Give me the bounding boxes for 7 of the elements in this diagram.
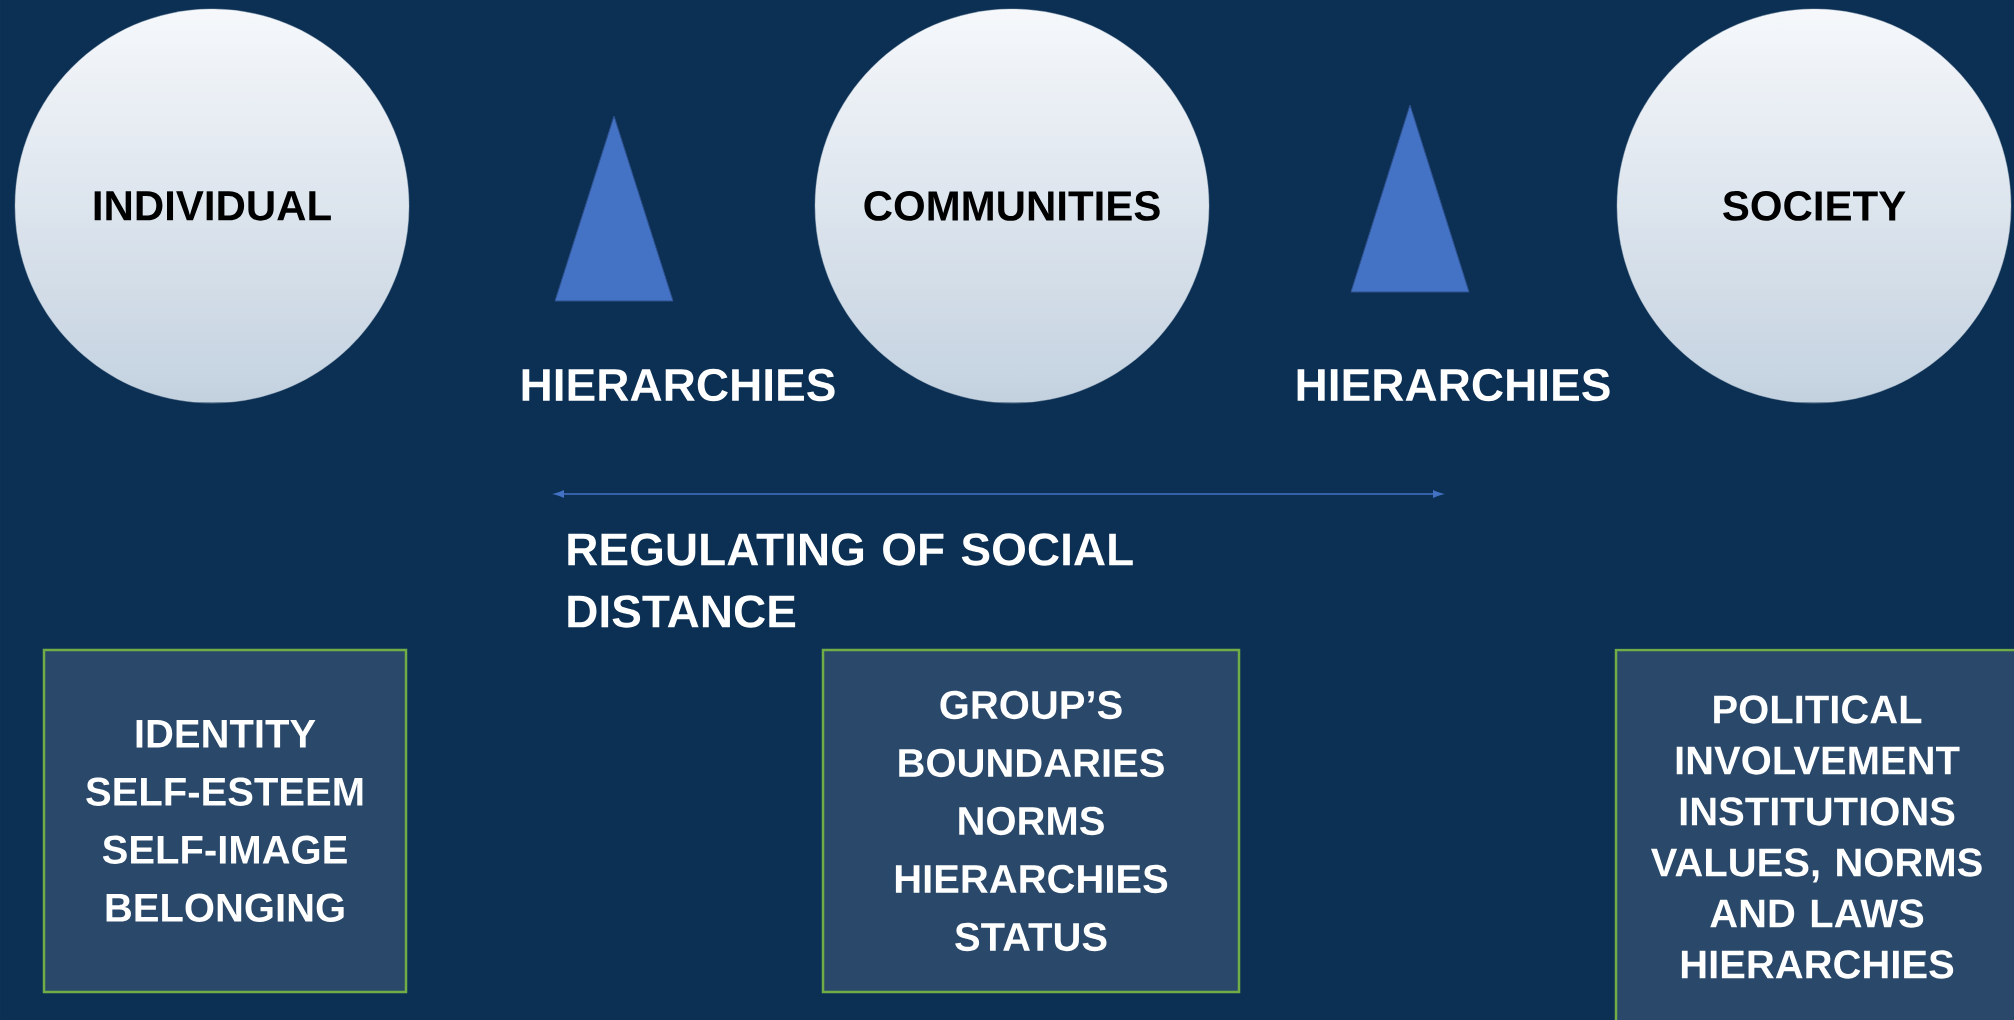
triangle <box>554 115 674 302</box>
caption: HIERARCHIES <box>1297 368 1610 402</box>
text-box: GROUP’S BOUNDARIES NORMS HIERARCHIES STATUS <box>821 648 1241 994</box>
text-box: POLITICAL INVOLVEMENT INSTITUTIONS VALUES, NORMS AND LAWS HIERARCHIES <box>1614 648 2014 1020</box>
triangle <box>1350 104 1470 293</box>
text-box: IDENTITY SELF-ESTEEM SELF-IMAGE BELONGING <box>42 648 408 994</box>
caption: REGULATING OF SOCIAL DISTANCE <box>568 533 1133 628</box>
